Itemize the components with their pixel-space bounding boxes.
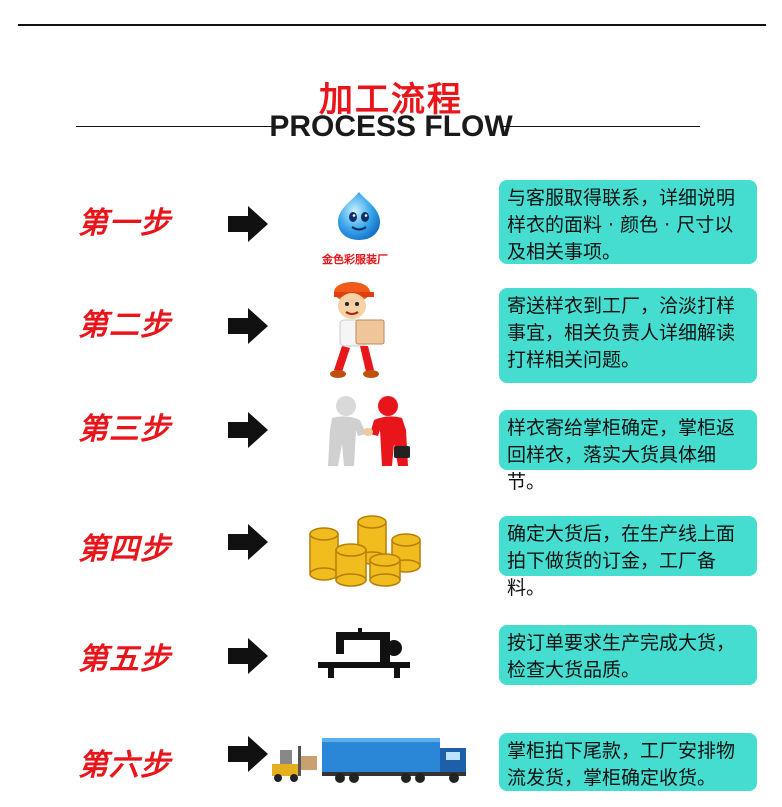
step-3-card: 样衣寄给掌柜确定，掌柜返回样衣，落实大货具体细节。 bbox=[499, 410, 757, 493]
step-4-desc: 确定大货后，在生产线上面拍下做货的订金，工厂备料。 bbox=[507, 523, 736, 599]
step-2-card: 寄送样衣到工厂，洽淡打样事宜，相关负责人详细解读打样相关问题。 bbox=[499, 288, 757, 383]
title-rule-left bbox=[76, 126, 274, 127]
arrow-right-icon bbox=[228, 736, 268, 772]
step-6-label: 第六步 bbox=[78, 748, 171, 783]
step-4-card: 确定大货后，在生产线上面拍下做货的订金，工厂备料。 bbox=[499, 516, 757, 599]
arrow-right-icon bbox=[228, 412, 268, 448]
arrow-right-icon bbox=[228, 638, 268, 674]
step-1-label: 第一步 bbox=[78, 206, 171, 241]
forklift-truck-icon bbox=[272, 738, 466, 783]
step-2-label: 第二步 bbox=[78, 308, 171, 343]
step-6-desc: 掌柜拍下尾款，工厂安排物流发货，掌柜确定收货。 bbox=[507, 740, 736, 789]
arrow-right-icon bbox=[228, 308, 268, 344]
step-5-card: 按订单要求生产完成大货，检查大货品质。 bbox=[499, 625, 757, 685]
step-3-desc: 样衣寄给掌柜确定，掌柜返回样衣，落实大货具体细节。 bbox=[507, 417, 736, 493]
title-rule-right bbox=[500, 126, 700, 127]
water-drop-mascot-icon bbox=[338, 192, 380, 240]
page-title-cn: 加工流程 bbox=[319, 80, 463, 120]
step-4-label: 第四步 bbox=[78, 532, 171, 567]
page-title-en: PROCESS FLOW bbox=[269, 110, 513, 143]
sewing-machine-icon bbox=[318, 628, 410, 678]
step-3-label: 第三步 bbox=[78, 412, 171, 447]
courier-character-icon bbox=[330, 282, 385, 378]
gold-coins-icon bbox=[309, 515, 421, 587]
top-divider bbox=[18, 24, 766, 26]
handshake-figures-icon bbox=[328, 396, 410, 466]
step-6-card: 掌柜拍下尾款，工厂安排物流发货，掌柜确定收货。 bbox=[499, 733, 757, 791]
step-5-desc: 按订单要求生产完成大货，检查大货品质。 bbox=[507, 632, 736, 681]
step-2-desc: 寄送样衣到工厂，洽淡打样事宜，相关负责人详细解读打样相关问题。 bbox=[507, 295, 736, 371]
step-5-label: 第五步 bbox=[78, 642, 171, 677]
step-1-desc: 与客服取得联系，详细说明样衣的面料 · 颜色 · 尺寸以及相关事项。 bbox=[507, 187, 736, 263]
step-1-card: 与客服取得联系，详细说明样衣的面料 · 颜色 · 尺寸以及相关事项。 bbox=[499, 180, 757, 264]
brand-name: 金色彩服装厂 bbox=[322, 253, 388, 266]
arrow-right-icon bbox=[228, 206, 268, 242]
arrow-right-icon bbox=[228, 524, 268, 560]
